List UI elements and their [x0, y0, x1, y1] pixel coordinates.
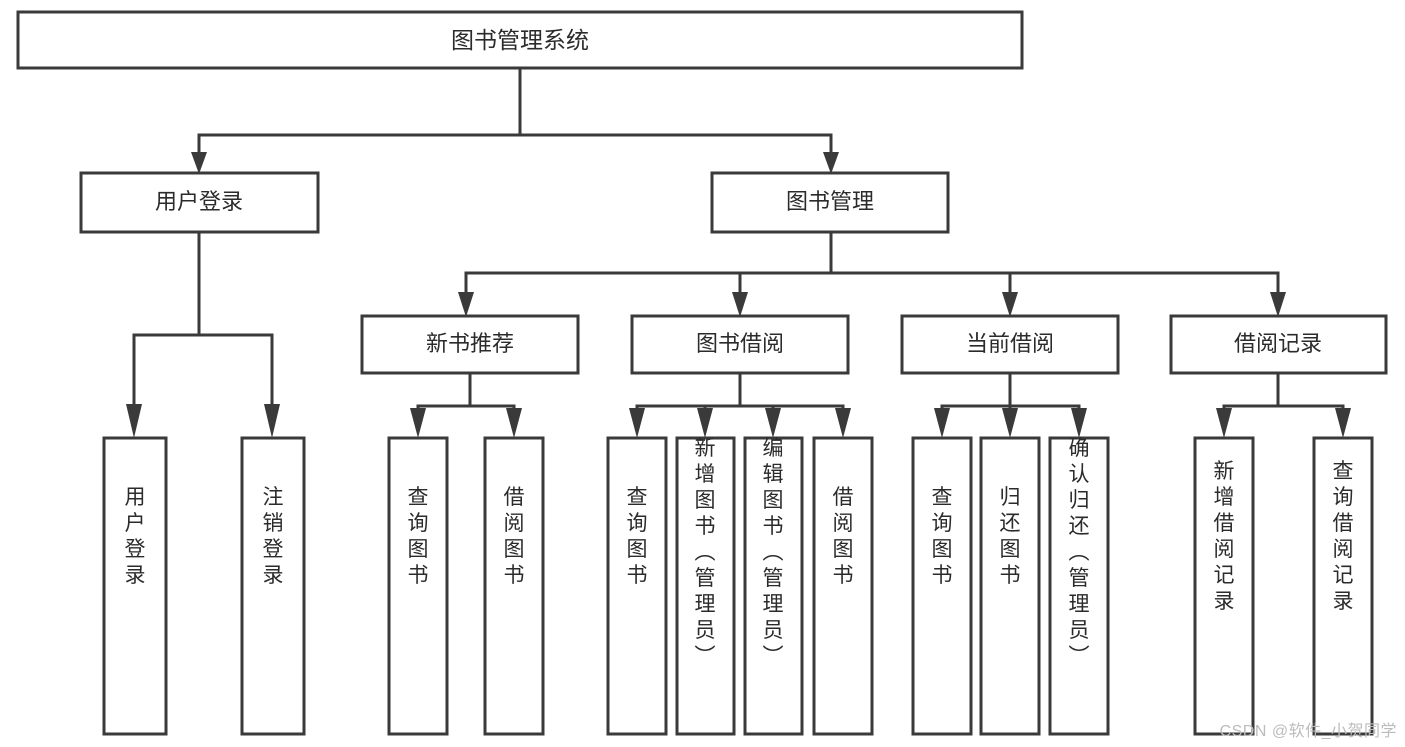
node-book-borrow[interactable]: 图书借阅 — [630, 314, 850, 375]
node-book-borrow-label: 图书借阅 — [696, 331, 784, 356]
node-book-manage[interactable]: 图书管理 — [710, 171, 950, 234]
node-root-box[interactable] — [16, 10, 1024, 70]
leaf-book-borrow-2-box[interactable] — [743, 436, 804, 736]
arrow-head-book-borrow-leaf-0 — [629, 408, 645, 438]
arrow-head-l3-1 — [732, 292, 748, 317]
arrow-head-l3-0 — [458, 292, 474, 317]
leaf-current-borrow-2-box[interactable] — [1048, 436, 1110, 736]
leaf-user-login-1-box[interactable] — [240, 436, 306, 736]
node-current-borrow[interactable]: 当前借阅 — [900, 314, 1120, 375]
node-new-book-recommend[interactable]: 新书推荐 — [360, 314, 580, 375]
arrow-head-book-borrow-leaf-2 — [765, 408, 781, 438]
leaf-new-book-0-label: 查询图书 — [408, 486, 429, 587]
leaf-current-borrow-1-box[interactable] — [979, 436, 1041, 736]
leaf-current-borrow-2-label: 确认归还︵管理员︶ — [1069, 437, 1090, 668]
node-new-book-recommend-label: 新书推荐 — [426, 331, 514, 356]
leaf-book-borrow-1-label: 新增图书︵管理员︶ — [695, 437, 716, 668]
node-borrow-record-label: 借阅记录 — [1234, 331, 1322, 356]
leaf-book-borrow-3-box[interactable] — [812, 436, 874, 736]
connector-layer — [126, 66, 1351, 438]
leaf-current-borrow-1[interactable]: 归还图书 — [979, 436, 1041, 736]
arrow-head-user-login-leaf-1 — [264, 404, 280, 438]
node-book-borrow-box[interactable] — [630, 314, 850, 375]
leaf-borrow-record-1-box[interactable] — [1312, 436, 1374, 736]
node-borrow-record[interactable]: 借阅记录 — [1169, 314, 1388, 375]
leaf-new-book-1[interactable]: 借阅图书 — [483, 436, 545, 736]
node-root-label: 图书管理系统 — [451, 27, 589, 53]
arrow-head-user-login-leaf-0 — [126, 404, 142, 438]
leaf-user-login-0-label: 用户登录 — [125, 486, 146, 587]
node-user-login-label: 用户登录 — [155, 189, 243, 214]
leaf-new-book-1-label: 借阅图书 — [504, 486, 525, 587]
leaf-user-login-1-label: 注销登录 — [263, 486, 284, 587]
node-current-borrow-box[interactable] — [900, 314, 1120, 375]
arrow-head-l3-2 — [1002, 292, 1018, 317]
leaf-book-borrow-0-box[interactable] — [606, 436, 668, 736]
arrow-head-book-manage — [823, 152, 839, 174]
leaf-book-borrow-0[interactable]: 查询图书 — [606, 436, 668, 736]
leaf-user-login-1[interactable]: 注销登录 — [240, 436, 306, 736]
node-new-book-recommend-box[interactable] — [360, 314, 580, 375]
leaf-book-borrow-1-box[interactable] — [675, 436, 736, 736]
leaf-current-borrow-0-label: 查询图书 — [932, 486, 953, 587]
leaf-book-borrow-0-label: 查询图书 — [627, 486, 648, 587]
node-borrow-record-box[interactable] — [1169, 314, 1388, 375]
arrow-head-current-borrow-leaf-1 — [1002, 408, 1018, 438]
leaf-book-borrow-2[interactable]: 编辑图书︵管理员︶ — [743, 436, 804, 736]
leaf-book-borrow-3-label: 借阅图书 — [833, 486, 854, 587]
leaf-book-borrow-1[interactable]: 新增图书︵管理员︶ — [675, 436, 736, 736]
node-book-manage-box[interactable] — [710, 171, 950, 234]
leaf-current-borrow-2[interactable]: 确认归还︵管理员︶ — [1048, 436, 1110, 736]
arrow-head-new-book-leaf-0 — [410, 408, 426, 438]
node-current-borrow-label: 当前借阅 — [966, 331, 1054, 356]
arrow-head-new-book-leaf-1 — [506, 408, 522, 438]
arrow-head-l3-3 — [1270, 292, 1286, 317]
leaf-current-borrow-0-box[interactable] — [911, 436, 973, 736]
leaf-layer: 用户登录 注销登录 查询图书 借阅图书 查询图书 新增图书︵管理员︶ 编辑图书︵… — [102, 436, 1374, 736]
leaf-new-book-0-box[interactable] — [387, 436, 449, 736]
leaf-borrow-record-1-label: 查询借阅记录 — [1333, 460, 1354, 613]
leaf-borrow-record-0-label: 新增借阅记录 — [1214, 460, 1235, 613]
arrow-head-current-borrow-leaf-2 — [1071, 408, 1087, 438]
leaf-book-borrow-2-label: 编辑图书︵管理员︶ — [763, 437, 784, 668]
node-root[interactable]: 图书管理系统 — [16, 10, 1024, 70]
arrow-head-borrow-record-leaf-1 — [1335, 408, 1351, 438]
leaf-new-book-0[interactable]: 查询图书 — [387, 436, 449, 736]
leaf-borrow-record-0-box[interactable] — [1193, 436, 1255, 736]
node-user-login-box[interactable] — [79, 171, 320, 234]
arrow-head-book-borrow-leaf-1 — [697, 408, 713, 438]
arrow-head-current-borrow-leaf-0 — [934, 408, 950, 438]
leaf-book-borrow-3[interactable]: 借阅图书 — [812, 436, 874, 736]
leaf-user-login-0[interactable]: 用户登录 — [102, 436, 168, 736]
leaf-borrow-record-0[interactable]: 新增借阅记录 — [1193, 436, 1255, 736]
node-book-manage-label: 图书管理 — [786, 189, 874, 214]
node-user-login[interactable]: 用户登录 — [79, 171, 320, 234]
arrow-head-user-login — [191, 152, 207, 174]
leaf-current-borrow-0[interactable]: 查询图书 — [911, 436, 973, 736]
leaf-borrow-record-1[interactable]: 查询借阅记录 — [1312, 436, 1374, 736]
leaf-user-login-0-box[interactable] — [102, 436, 168, 736]
arrow-head-book-borrow-leaf-3 — [835, 408, 851, 438]
leaf-current-borrow-1-label: 归还图书 — [1000, 486, 1021, 587]
arrow-head-borrow-record-leaf-0 — [1216, 408, 1232, 438]
leaf-new-book-1-box[interactable] — [483, 436, 545, 736]
